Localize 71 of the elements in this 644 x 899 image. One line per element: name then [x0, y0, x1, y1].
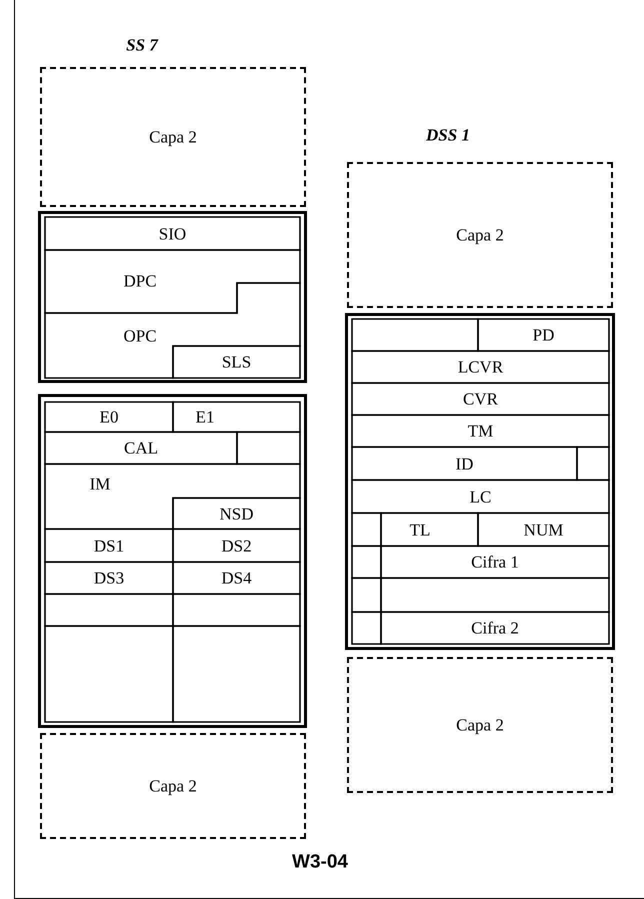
field-label: DS2 [221, 537, 252, 554]
field-cell [577, 447, 609, 480]
field-cell [173, 402, 300, 432]
field-label: SLS [222, 354, 252, 370]
field-cell [173, 498, 300, 529]
field-cell [352, 578, 381, 612]
field-cell [45, 464, 300, 529]
double-bordered-frame [345, 313, 615, 650]
figure-code: W3-04 [292, 852, 348, 872]
field-cell [352, 319, 478, 351]
field-label: DPC [123, 272, 157, 290]
field-cell [381, 546, 609, 578]
field-cell [173, 562, 300, 594]
field-label: Capa 2 [456, 226, 504, 244]
field-cell [45, 594, 173, 626]
field-cell [352, 546, 381, 578]
field-label: LCVR [458, 358, 504, 376]
field-cell [173, 626, 300, 722]
field-label: Capa 2 [149, 128, 197, 146]
field-label: DS4 [221, 570, 252, 586]
field-cell [352, 612, 381, 644]
field-cell [237, 432, 300, 464]
dashed-box [347, 162, 613, 308]
field-cell [173, 346, 300, 378]
field-label: DS3 [94, 570, 124, 586]
double-bordered-frame [38, 211, 307, 383]
field-cell [381, 612, 609, 644]
double-bordered-frame [38, 394, 307, 728]
field-label: NSD [220, 505, 254, 522]
field-label: Capa 2 [456, 716, 504, 734]
field-cell [478, 319, 609, 351]
field-cell [352, 383, 609, 415]
field-label: SIO [158, 225, 186, 242]
field-cell [381, 578, 609, 612]
dashed-box [40, 733, 306, 839]
field-cell [45, 250, 300, 313]
field-label: OPC [123, 328, 157, 344]
field-cell [352, 447, 577, 480]
dashed-box [40, 67, 306, 207]
field-cell [352, 480, 609, 513]
field-label: Cifra 1 [471, 554, 519, 570]
field-label: Capa 2 [149, 778, 197, 794]
field-label: PD [532, 326, 554, 344]
field-cell [381, 513, 478, 546]
field-cell [352, 513, 381, 546]
field-label: CVR [463, 390, 498, 408]
field-cell [352, 415, 609, 447]
field-label: TM [468, 422, 494, 440]
field-cell [478, 513, 609, 546]
field-label: DS1 [94, 537, 124, 554]
column-title: DSS 1 [426, 126, 470, 144]
dashed-box [347, 657, 613, 793]
field-label: NUM [524, 521, 564, 538]
field-cell [45, 529, 173, 562]
field-label: TL [410, 522, 430, 538]
field-label: E1 [196, 408, 214, 426]
field-label: Cifra 2 [471, 620, 519, 636]
field-cell [173, 594, 300, 626]
field-cell [45, 217, 300, 250]
field-label: IM [90, 476, 110, 492]
field-cell [45, 402, 173, 432]
field-cell [173, 529, 300, 562]
field-cell [45, 562, 173, 594]
field-label: E0 [100, 408, 118, 426]
field-cell [45, 626, 173, 722]
field-cell [45, 432, 237, 464]
field-label: ID [456, 455, 474, 472]
field-label: CAL [124, 440, 158, 456]
column-title: SS 7 [126, 36, 158, 54]
field-label: LC [470, 488, 492, 505]
field-cell [352, 351, 609, 383]
